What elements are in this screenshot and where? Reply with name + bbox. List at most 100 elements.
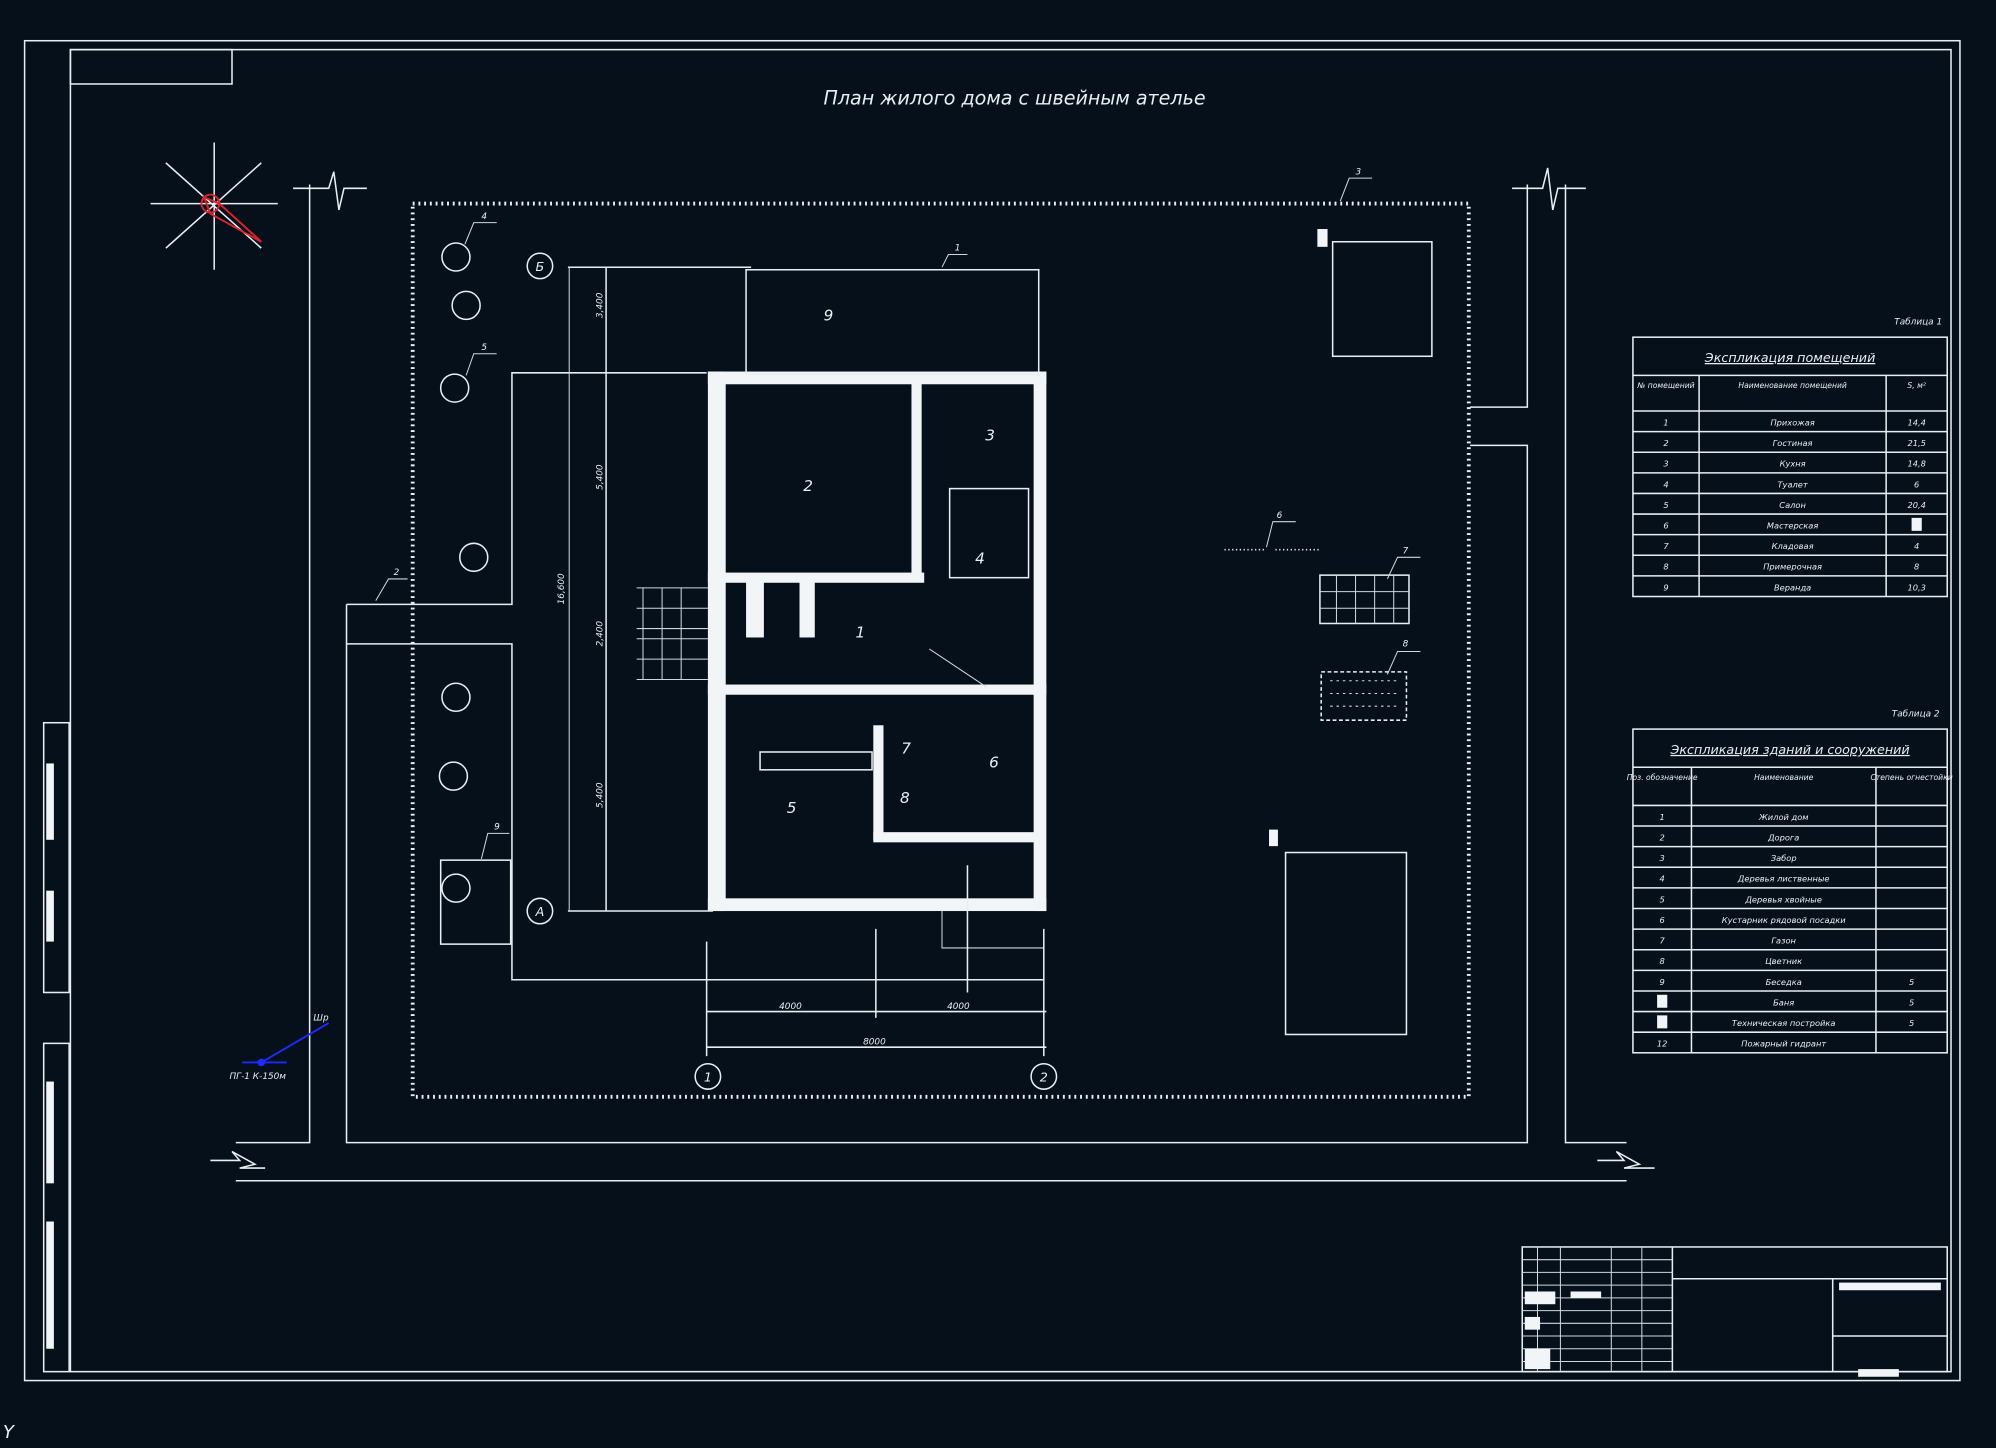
- outbuilding-gazebo: [1331, 240, 1433, 358]
- table-cell: 3: [1663, 459, 1668, 469]
- wind-rose-icon: [150, 142, 278, 270]
- table-header: Наименование: [1754, 773, 1814, 782]
- table-cell: 14,8: [1907, 459, 1925, 469]
- svg-text:2: 2: [803, 477, 813, 495]
- table2-caption: Таблица 2: [1892, 709, 1940, 719]
- dimensions: 3,400 5,400 2,400 5,400 16,600 4000 4000…: [557, 267, 970, 1048]
- table-cell: Кладовая: [1772, 541, 1814, 551]
- table-filled-cell: [1911, 517, 1922, 531]
- table-cell: 1: [1663, 417, 1668, 427]
- table-cell: Салон: [1779, 500, 1806, 510]
- table-cell: 6: [1660, 915, 1665, 925]
- svg-text:3: 3: [985, 426, 995, 444]
- table-cell: 10,3: [1907, 582, 1925, 592]
- svg-text:ПГ-1 К-150м: ПГ-1 К-150м: [229, 1072, 286, 1082]
- table-cell: Газон: [1771, 936, 1796, 946]
- table-cell: 2: [1660, 832, 1665, 842]
- table-cell: Дорога: [1767, 832, 1799, 842]
- svg-text:4000: 4000: [779, 1002, 802, 1012]
- leaders: 1 2 3 4 5 6 7 8 9: [375, 167, 1421, 859]
- table-cell: 3: [1660, 853, 1665, 863]
- table-cell: 4: [1914, 541, 1919, 551]
- table-cell: 4: [1663, 479, 1668, 489]
- svg-text:1: 1: [955, 244, 961, 254]
- svg-text:5: 5: [481, 343, 487, 353]
- table-header: S, м²: [1907, 381, 1926, 390]
- room-numbers: 1 2 3 4 5 6 7 8 9: [787, 307, 999, 817]
- table-cell: Мастерская: [1767, 520, 1818, 530]
- house: [567, 266, 1047, 1057]
- table-cell: Веранда: [1774, 582, 1811, 592]
- outbuilding-marker: [1317, 229, 1328, 247]
- table-cell: Техническая постройка: [1732, 1018, 1836, 1028]
- table-cell: 14,4: [1907, 417, 1925, 427]
- svg-text:2: 2: [394, 568, 400, 578]
- table-cell: Цветник: [1765, 956, 1802, 966]
- svg-text:Шр: Шр: [313, 1013, 329, 1023]
- table-cell: Примерочная: [1763, 562, 1822, 572]
- title-block: [1521, 1246, 1948, 1377]
- table-cell: 5: [1909, 977, 1914, 987]
- table-header: Степень огнестойки: [1870, 773, 1952, 782]
- table-cell: Деревья лиственные: [1737, 874, 1830, 884]
- flower-bed: [1320, 671, 1408, 721]
- svg-text:6: 6: [989, 753, 999, 771]
- table-cell: Гостиная: [1773, 438, 1813, 448]
- svg-text:8: 8: [900, 789, 910, 807]
- table-cell: 1: [1660, 812, 1665, 822]
- svg-text:4000: 4000: [947, 1002, 970, 1012]
- left-margin-strip: [42, 721, 70, 1373]
- table-cell: 21,5: [1907, 438, 1925, 448]
- table-title: Экспликация зданий и сооружений: [1669, 742, 1909, 757]
- table-cell: 6: [1914, 479, 1919, 489]
- table-cell: 5: [1660, 894, 1665, 904]
- table-border: [1632, 728, 1948, 1054]
- table-filled-cell: [1657, 1015, 1668, 1029]
- table-cell: Кустарник рядовой посадки: [1722, 915, 1847, 925]
- inner-frame: [69, 48, 1952, 1373]
- table-cell: Пожарный гидрант: [1741, 1039, 1827, 1049]
- table-cell: 8: [1660, 956, 1665, 966]
- table-cell: Жилой дом: [1758, 812, 1809, 822]
- table-cell: Прихожая: [1770, 417, 1814, 427]
- svg-text:6: 6: [1277, 511, 1283, 521]
- table-header: Поз. обозначение: [1627, 773, 1698, 782]
- table1-caption: Таблица 1: [1894, 317, 1942, 327]
- table-cell: 9: [1660, 977, 1665, 987]
- svg-text:2: 2: [1040, 1070, 1048, 1085]
- svg-text:3,400: 3,400: [595, 292, 605, 318]
- svg-text:4: 4: [481, 212, 487, 222]
- svg-text:7: 7: [1403, 546, 1409, 556]
- table-cell: Туалет: [1778, 479, 1809, 489]
- svg-text:9: 9: [824, 307, 834, 325]
- drawing-title: План жилого дома с швейным ателье: [823, 87, 1205, 109]
- table-border: [1632, 336, 1948, 598]
- table-cell: 8: [1663, 562, 1668, 572]
- svg-text:5,400: 5,400: [595, 782, 605, 808]
- svg-text:4: 4: [975, 550, 985, 568]
- table-cell: 2: [1663, 438, 1668, 448]
- svg-text:3: 3: [1356, 167, 1362, 177]
- table-cell: 7: [1660, 936, 1666, 946]
- corner-stamp: [69, 48, 233, 85]
- table-cell: Кухня: [1780, 459, 1806, 469]
- table-title: Экспликация помещений: [1704, 350, 1876, 365]
- svg-text:Б: Б: [536, 259, 545, 274]
- table-cell: 5: [1909, 1018, 1914, 1028]
- svg-text:1: 1: [855, 623, 865, 641]
- table-cell: 9: [1663, 582, 1668, 592]
- svg-text:1: 1: [704, 1070, 712, 1085]
- table-cell: 8: [1914, 562, 1919, 572]
- table-filled-cell: [1657, 994, 1668, 1008]
- table-cell: 5: [1909, 997, 1914, 1007]
- table-cell: 5: [1663, 500, 1668, 510]
- table-header: Наименование помещений: [1738, 381, 1847, 390]
- table-cell: Беседка: [1766, 977, 1802, 987]
- table-cell: Деревья хвойные: [1744, 894, 1821, 904]
- ucs-icon: Y: [3, 1422, 16, 1443]
- svg-text:9: 9: [494, 823, 500, 833]
- svg-text:8: 8: [1403, 639, 1409, 649]
